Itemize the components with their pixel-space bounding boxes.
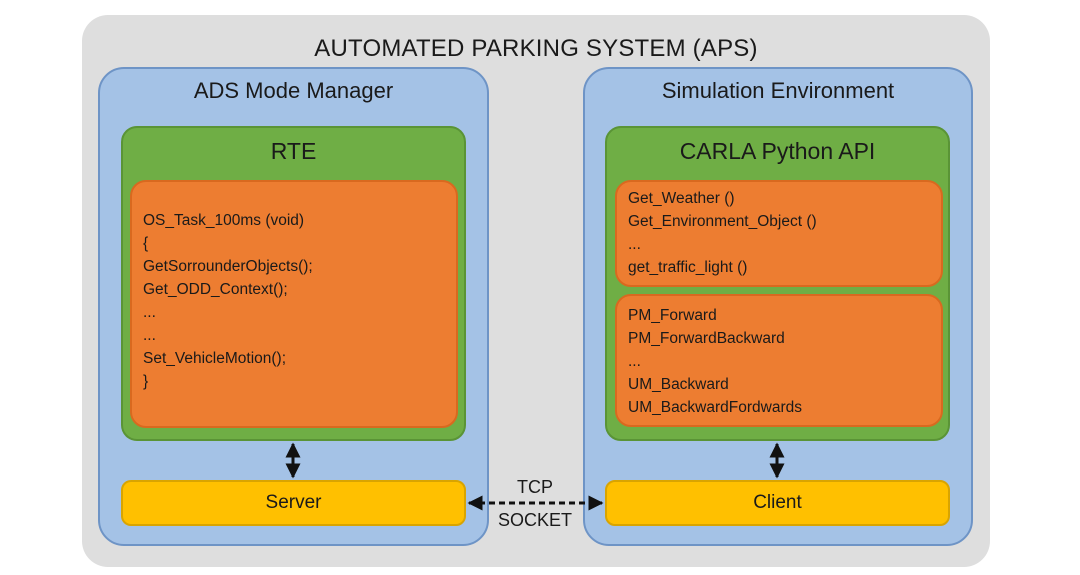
code-line: { — [143, 235, 149, 252]
maneuver-line: UM_BackwardFordwards — [628, 399, 802, 416]
code-line: GetSorrounderObjects(); — [143, 258, 313, 275]
maneuver-line: PM_Forward — [628, 307, 717, 324]
code-line: } — [143, 373, 149, 390]
code-line: ... — [143, 327, 156, 344]
function-line: get_traffic_light () — [628, 259, 748, 276]
maneuver-lines: PM_Forward PM_ForwardBackward ... UM_Bac… — [628, 304, 802, 419]
function-line: ... — [628, 236, 641, 253]
client-block: Client — [605, 480, 950, 526]
code-line: ... — [143, 304, 156, 321]
ads-mode-manager-title: ADS Mode Manager — [193, 78, 394, 103]
os-task-code-block: OS_Task_100ms (void) { GetSorrounderObje… — [130, 180, 458, 428]
code-line: Set_VehicleMotion(); — [143, 350, 287, 367]
carla-functions-block: Get_Weather () Get_Environment_Object ()… — [615, 180, 943, 287]
code-line: OS_Task_100ms (void) — [143, 212, 305, 229]
function-line: Get_Environment_Object () — [628, 213, 817, 230]
carla-function-lines: Get_Weather () Get_Environment_Object ()… — [628, 187, 817, 279]
maneuvers-block: PM_Forward PM_ForwardBackward ... UM_Bac… — [615, 294, 943, 427]
function-line: Get_Weather () — [628, 190, 735, 207]
system-title: AUTOMATED PARKING SYSTEM (APS) — [314, 35, 758, 62]
socket-label: SOCKET — [497, 510, 572, 530]
simulation-environment-title: Simulation Environment — [661, 78, 895, 103]
server-block: Server — [121, 480, 466, 526]
rte-title: RTE — [270, 138, 317, 164]
os-task-code-lines: OS_Task_100ms (void) { GetSorrounderObje… — [143, 209, 313, 393]
maneuver-line: UM_Backward — [628, 376, 729, 393]
tcp-label: TCP — [517, 477, 553, 497]
maneuver-line: PM_ForwardBackward — [628, 330, 785, 347]
carla-python-api-title: CARLA Python API — [679, 138, 876, 164]
code-line: Get_ODD_Context(); — [143, 281, 288, 298]
maneuver-line: ... — [628, 353, 641, 370]
